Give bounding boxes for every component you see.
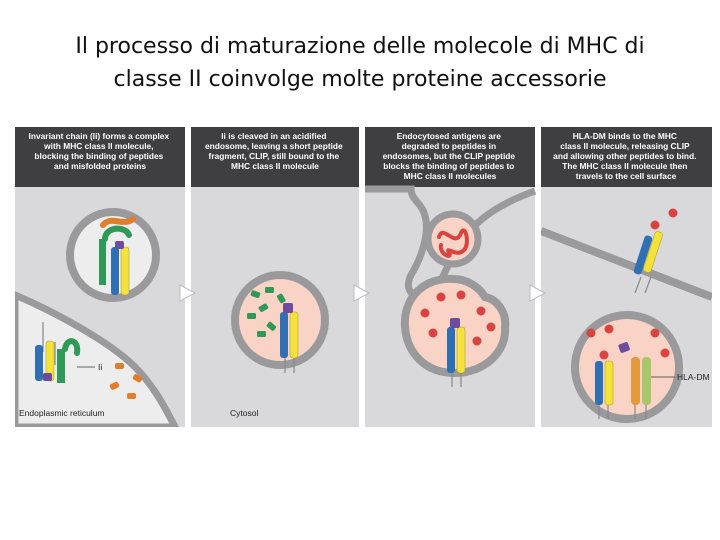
- endocytosed-antigen: [437, 228, 469, 258]
- arrow-icon-3: [529, 284, 547, 302]
- free-peptide-outside: [668, 208, 678, 218]
- panel-2-caption-bar: [191, 127, 359, 187]
- figure-svg: Invariant chain (Ii) forms a complex wit…: [15, 127, 712, 427]
- mhc-ii-peptide-loaded: [595, 350, 614, 419]
- panel-3: [365, 185, 537, 387]
- cytosol-label: Cytosol: [230, 408, 258, 418]
- antigen-peptides-panel-3: [420, 290, 496, 346]
- mhc-class-ii-maturation-figure: Invariant chain (Ii) forms a complex wit…: [15, 127, 712, 427]
- slide-title-line-2: classe II coinvolge molte proteine acces…: [113, 67, 607, 92]
- mhc-ii-with-clip-panel-3: [447, 318, 466, 387]
- panel-4-caption: HLA-DM binds to the MHC class II molecul…: [553, 131, 699, 181]
- hla-dm-label: HLA-DM: [677, 372, 710, 382]
- panel-4-caption-bar: [541, 127, 712, 187]
- panel-4: HLA-DM: [541, 208, 712, 423]
- panel-1-caption: Invariant chain (Ii) forms a complex wit…: [29, 131, 172, 171]
- arrow-icon-2: [353, 284, 371, 302]
- released-clip: [618, 342, 630, 353]
- panel-divider-3: [535, 127, 541, 427]
- panel-2: Cytosol: [230, 271, 329, 418]
- er-label: Endoplasmic reticulum: [19, 408, 105, 418]
- misfolded-protein: [100, 216, 136, 228]
- panel-1: Ii Endoplasmic reticulum: [15, 208, 179, 427]
- panel-3-caption: Endocytosed antigens are degraded to pep…: [383, 131, 518, 181]
- ii-fragments: [247, 287, 286, 337]
- mhc-ii-ii-complex-vesicle: [99, 225, 132, 296]
- panel-3-caption-bar: [365, 127, 535, 187]
- mhc-ii-ii-complex-er: [35, 322, 81, 383]
- arrow-icon-1: [179, 284, 197, 302]
- panel-divider-1: [185, 127, 191, 427]
- panel-divider-2: [359, 127, 365, 427]
- panel-2-caption: Ii is cleaved in an acidified endosome, …: [205, 131, 345, 171]
- hla-dm-molecule: [631, 357, 651, 419]
- plasma-membrane-panel-4: [541, 227, 712, 301]
- slide-title: Il processo di maturazione delle molecol…: [40, 30, 680, 96]
- mhc-ii-with-clip: [280, 303, 299, 373]
- ii-label: Ii: [98, 362, 102, 372]
- loose-peptides-er: [109, 363, 143, 399]
- mhc-ii-surface-with-peptide: [633, 220, 663, 294]
- antigen-peptides-panel-4: [586, 324, 670, 358]
- panel-1-caption-bar: [15, 127, 185, 187]
- slide-title-line-1: Il processo di maturazione delle molecol…: [75, 34, 645, 59]
